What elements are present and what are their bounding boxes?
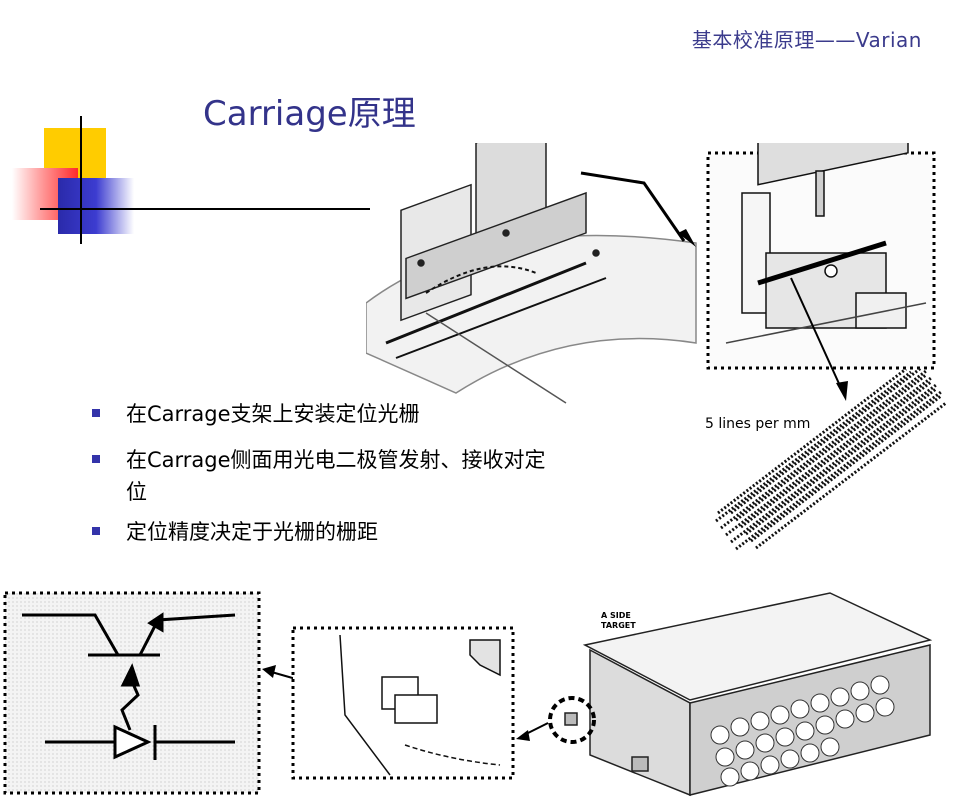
arrowhead bbox=[516, 730, 530, 741]
carriage-grating-figure bbox=[366, 143, 947, 551]
side-target-assembly bbox=[548, 592, 933, 797]
arrowhead bbox=[678, 229, 696, 247]
carriage-detail-sketch bbox=[725, 143, 927, 344]
bullet-item: 在Carrage支架上安装定位光栅 bbox=[92, 398, 582, 430]
arrow-to-detail bbox=[580, 171, 686, 242]
bullet-item: 定位精度决定于光栅的栅距 bbox=[92, 516, 582, 548]
light-arrow bbox=[120, 663, 141, 731]
deco-horizontal-line bbox=[40, 208, 370, 210]
grating-lines bbox=[715, 366, 947, 551]
bullet-marker bbox=[92, 409, 100, 417]
grating-label: 5 lines per mm bbox=[705, 416, 811, 432]
target-label: A SIDE TARGET bbox=[601, 611, 636, 630]
bullet-list: 在Carrage支架上安装定位光栅 在Carrage侧面用光电二极管发射、接收对… bbox=[92, 398, 582, 562]
grating-pointer-head bbox=[836, 381, 848, 401]
header-title: 基本校准原理——Varian bbox=[691, 28, 922, 52]
diode-symbol bbox=[45, 724, 235, 760]
bullet-text: 定位精度决定于光栅的栅距 bbox=[126, 520, 378, 544]
phototransistor-symbol bbox=[22, 612, 236, 657]
title-decoration bbox=[0, 110, 380, 250]
arrowhead bbox=[262, 665, 276, 678]
photodiode-target-figure bbox=[3, 591, 933, 797]
bullet-marker bbox=[92, 527, 100, 535]
carriage-assembly-sketch bbox=[366, 143, 697, 404]
bullet-item: 在Carrage侧面用光电二极管发射、接收对定位 bbox=[92, 444, 582, 508]
sensor-detail-sketch bbox=[339, 634, 501, 776]
bullet-text: 在Carrage侧面用光电二极管发射、接收对定位 bbox=[126, 448, 546, 504]
bullet-text: 在Carrage支架上安装定位光栅 bbox=[126, 402, 420, 426]
grating-pointer bbox=[790, 277, 842, 389]
deco-vertical-line bbox=[80, 116, 82, 244]
bullet-marker bbox=[92, 455, 100, 463]
deco-blue-square bbox=[58, 178, 134, 234]
photodiode-schematic-box bbox=[3, 591, 261, 795]
slide-title: Carriage原理 bbox=[203, 94, 416, 134]
